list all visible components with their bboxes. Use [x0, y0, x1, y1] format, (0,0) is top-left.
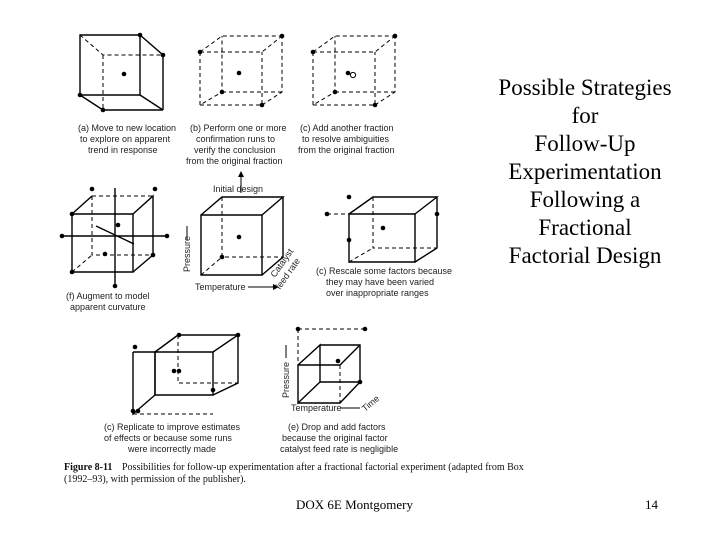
initial-design-label: Initial design	[213, 184, 263, 194]
cube-rescale-factors	[324, 194, 440, 263]
title-line: Follow-Up	[534, 131, 636, 156]
drop-time-label: Time	[360, 393, 381, 413]
footer-text: DOX 6E Montgomery	[296, 497, 413, 512]
drop-pressure-label: Pressure	[281, 362, 291, 398]
cube-move-location	[77, 32, 166, 113]
title-line: Possible Strategies	[498, 75, 672, 100]
title-line: for	[571, 103, 599, 128]
caption-a: (a) Move to new location to explore on a…	[78, 123, 179, 155]
temperature-label: Temperature	[195, 282, 246, 292]
cube-drop-add-factors: Pressure Temperature Time	[281, 326, 381, 414]
cube-initial-design: Initial design Temperature Pressure Cata…	[182, 171, 302, 292]
caption-f: (f) Augment to model apparent curvature	[66, 291, 152, 312]
title-line: Following a	[529, 187, 641, 212]
cube-add-fraction	[310, 33, 398, 108]
cube-replicate	[130, 332, 241, 416]
cube-augment-curvature	[59, 186, 170, 289]
title-line: Experimentation	[508, 159, 662, 184]
slide-title: Possible Strategies for Follow-Up Experi…	[470, 74, 700, 270]
cube-confirmation-runs	[197, 33, 285, 108]
title-line: Fractional	[538, 215, 632, 240]
caption-rescale: (c) Rescale some factors because they ma…	[316, 266, 455, 298]
caption-b: (b) Perform one or more confirmation run…	[186, 123, 289, 166]
caption-drop: (e) Drop and add factors because the ori…	[280, 422, 398, 454]
caption-c: (c) Add another fraction to resolve ambi…	[298, 123, 396, 155]
slide-number: 14	[645, 497, 658, 512]
pressure-label: Pressure	[182, 236, 192, 272]
drop-temperature-label: Temperature	[291, 403, 342, 413]
caption-replicate: (c) Replicate to improve estimates of ef…	[104, 422, 243, 454]
title-line: Factorial Design	[508, 243, 662, 268]
figure-caption: Figure 8-11 Possibilities for follow-up …	[64, 457, 528, 485]
